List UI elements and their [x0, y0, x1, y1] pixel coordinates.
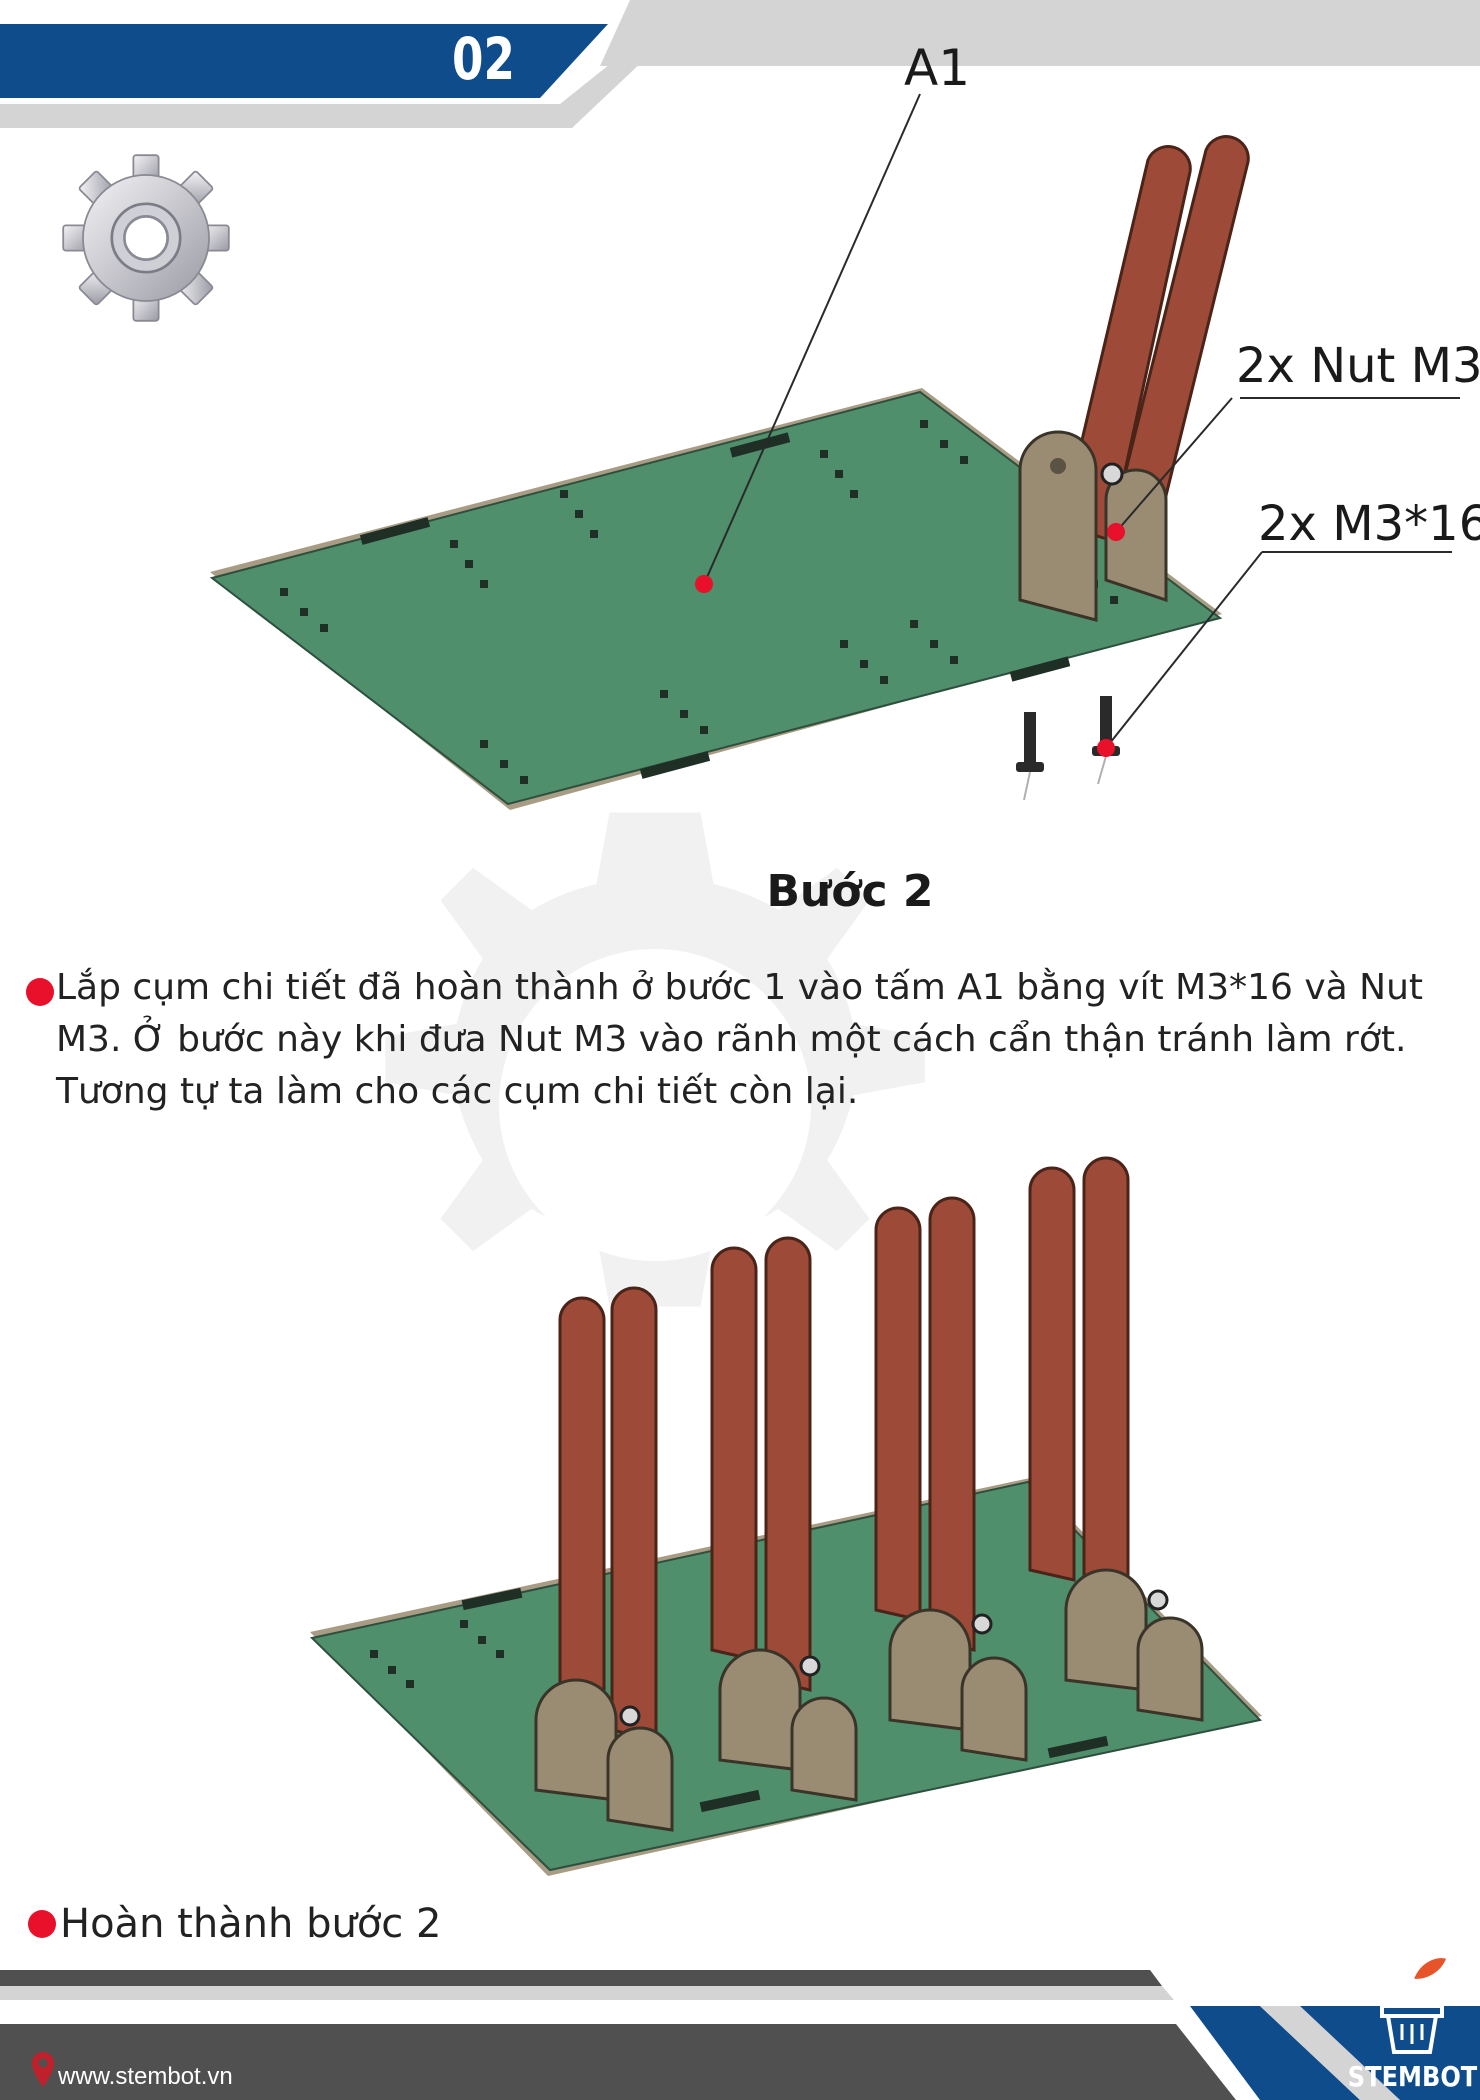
label-a1: A1 [904, 39, 971, 97]
gear-icon [62, 154, 230, 322]
footer-banner [0, 1970, 1480, 2100]
step-title: Bước 2 [0, 866, 1480, 917]
bullet-icon [26, 978, 54, 1006]
footer-brand: STEMBOT [1347, 2060, 1478, 2093]
step-completion: Hoàn thành bước 2 [60, 1901, 442, 1947]
label-screw-m3x16: 2x M3*16 [1258, 496, 1480, 552]
plant-logo-icon [1373, 1955, 1450, 2054]
label-nut-m3: 2x Nut M3 [1236, 338, 1480, 394]
location-pin-icon [32, 2052, 54, 2087]
step-instruction: Lắp cụm chi tiết đã hoàn thành ở bước 1 … [56, 967, 1424, 1112]
watermark-gear [385, 812, 925, 1307]
step-number: 02 [452, 25, 515, 93]
arm-assembly [1018, 135, 1250, 622]
bullet-icon [28, 1910, 56, 1938]
header-banner [0, 0, 1480, 128]
step-title-text: Bước 2 [766, 866, 934, 917]
completed-assembly [309, 1156, 1262, 1876]
footer-website[interactable]: www.stembot.vn [58, 2063, 233, 2090]
